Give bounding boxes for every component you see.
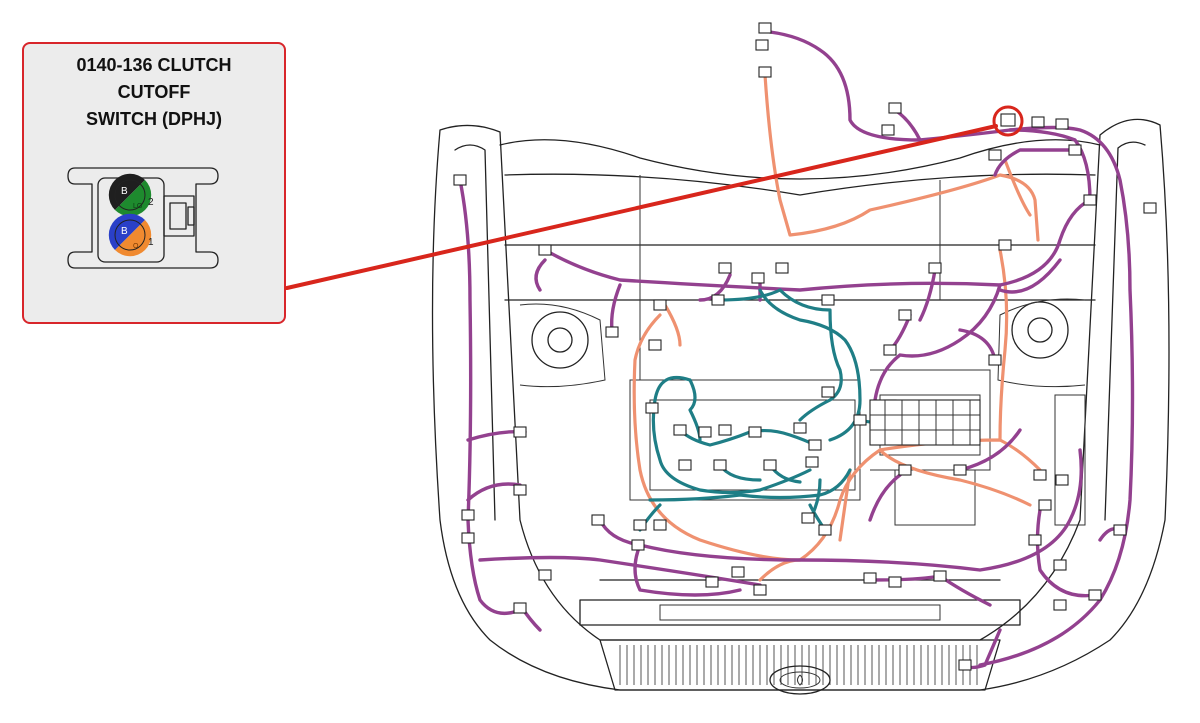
harness-connector [538,244,552,256]
harness-connector [1083,194,1097,206]
harness-connector [883,344,897,356]
harness-connector [928,262,942,274]
pin-1-circuit: O [133,243,139,250]
harness-connector [673,424,687,436]
harness-connector [713,459,727,471]
harness-connector [513,602,527,614]
harness-connector [953,464,967,476]
harness-connector [538,569,552,581]
pin-1-color-code: B [121,226,128,237]
harness-connector [461,532,475,544]
harness-connector [763,459,777,471]
harness-connector [605,326,619,338]
harness-connector [755,39,769,51]
harness-connector [988,149,1002,161]
harness-connector [1031,116,1045,128]
harness-connector [1055,474,1069,486]
grille-slats [619,645,978,685]
harness-connector [853,414,867,426]
harness-connector [1113,524,1127,536]
harness-connector [705,576,719,588]
harness-connector [801,512,815,524]
pin-2-circuit: LG [133,203,142,210]
fuse-box-grid [869,399,981,446]
harness-connector [933,570,947,582]
highlight-circle [992,105,1024,137]
harness-connector [888,102,902,114]
harness-connector [1068,144,1082,156]
harness-connector [513,484,527,496]
harness-connector [653,299,667,311]
harness-connector [1088,589,1102,601]
leader-line [285,124,998,290]
harness-connector [821,386,835,398]
harness-connector [698,426,712,438]
harness-connector [711,294,725,306]
harness-connector [1028,534,1042,546]
harness-connector [988,354,1002,366]
harness-connector [633,519,647,531]
harness-connector [513,426,527,438]
pin-1-circle [108,213,152,257]
harness-connector [881,124,895,136]
connector-callout-box: 0140-136 CLUTCH CUTOFF SWITCH (DPHJ) [22,42,286,324]
harness-connector [678,459,692,471]
harness-connector [1053,559,1067,571]
harness-connector [1038,499,1052,511]
harness-connector [591,514,605,526]
pin-2-color-code: B [121,186,128,197]
harness-connector [863,572,877,584]
callout-title-line-1: 0140-136 CLUTCH [76,55,232,75]
harness-connector [718,262,732,274]
harness-connector [751,272,765,284]
harness-connector [758,66,772,78]
harness-connector [808,439,822,451]
harness-connector [645,402,659,414]
harness-connector [898,309,912,321]
harness-connector [821,294,835,306]
callout-title-line-2: CUTOFF [117,82,191,102]
harness-connector [888,576,902,588]
harness-connector [1055,118,1069,130]
harness-connector [653,519,667,531]
harness-connector [1053,599,1067,611]
harness-connector [958,659,972,671]
harness-connector [898,464,912,476]
harness-connector [748,426,762,438]
harness-connector [793,422,807,434]
callout-title: 0140-136 CLUTCH CUTOFF SWITCH (DPHJ) [24,52,284,133]
callout-title-line-3: SWITCH (DPHJ) [86,109,222,129]
pin-2-circle [108,173,152,217]
harness-connector [631,539,645,551]
harness-connector [461,509,475,521]
harness-connector [1033,469,1047,481]
harness-connector [718,424,732,436]
connectors [453,22,1157,671]
harness-connector [818,524,832,536]
harness-connector [453,174,467,186]
harness-connector [775,262,789,274]
connector-face-drawing: B LG 2 B O 1 [67,167,219,269]
harness-connector [731,566,745,578]
pin-1-number: 1 [148,237,154,248]
harness-connector [805,456,819,468]
harness-connector [648,339,662,351]
harness-connector [753,584,767,596]
clutch-switch-connector [1000,113,1016,127]
pin-2-number: 2 [148,197,154,208]
harness-connector [758,22,772,34]
harness-connector [998,239,1012,251]
harness-connector [1143,202,1157,214]
